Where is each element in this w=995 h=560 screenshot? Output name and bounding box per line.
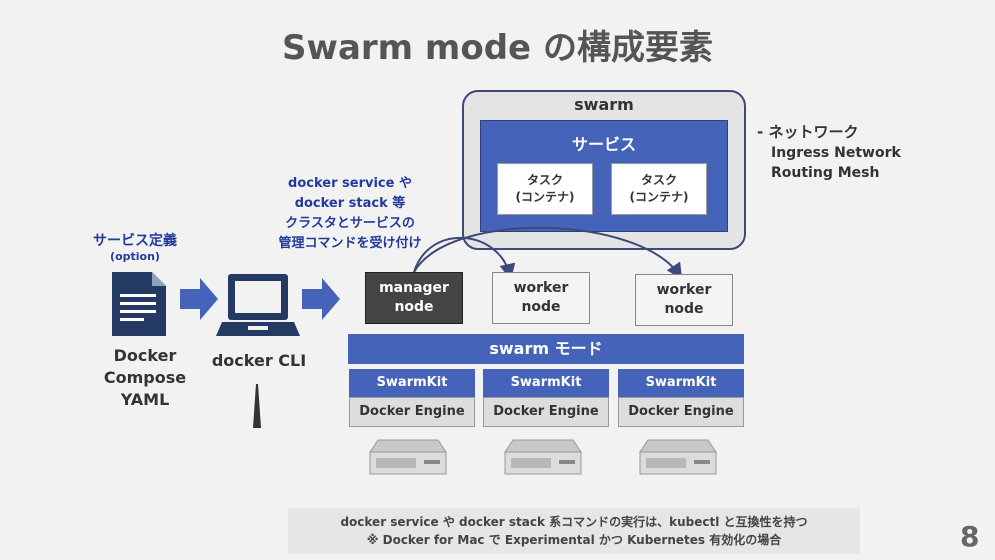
docker-engine-3: Docker Engine xyxy=(618,397,744,427)
worker-node-2: worker node xyxy=(635,274,733,326)
footnote: docker service や docker stack 系コマンドの実行は、… xyxy=(288,508,860,554)
manager-node-line1: manager xyxy=(379,280,449,296)
compose-caption: Docker Compose YAML xyxy=(80,345,210,411)
compose-caption-line1: Docker xyxy=(113,346,177,365)
arrow-right-icon-2 xyxy=(302,278,340,320)
cli-desc-line-2: docker stack 等 xyxy=(294,196,406,211)
network-routing-mesh: Routing Mesh xyxy=(771,165,880,181)
swarmkit-3: SwarmKit xyxy=(618,369,744,397)
worker-node-1-line1: worker xyxy=(513,280,569,296)
cli-caption: docker CLI xyxy=(211,351,307,370)
manager-node-line2: node xyxy=(394,299,434,315)
manager-node: manager node xyxy=(365,272,463,324)
cli-desc-line-1: docker service や xyxy=(288,176,412,191)
compose-caption-line3: YAML xyxy=(120,390,170,409)
arrow-right-icon-1 xyxy=(180,278,218,320)
cli-description: docker service や docker stack 等 クラスタとサービ… xyxy=(255,174,445,254)
cli-desc-line-4: 管理コマンドを受け付け xyxy=(278,236,422,251)
server-icon-3 xyxy=(639,439,717,475)
swarmkit-1: SwarmKit xyxy=(349,369,475,397)
document-icon xyxy=(112,272,166,336)
task-2-line1: タスク xyxy=(640,173,677,187)
swarm-mode-bar: swarm モード xyxy=(348,334,744,364)
network-heading: - ネットワーク xyxy=(757,123,859,141)
task-1-line2: (コンテナ) xyxy=(515,190,575,204)
laptop-icon xyxy=(216,274,300,336)
page-number: 8 xyxy=(960,520,980,553)
pointer-triangle-icon xyxy=(253,384,261,428)
task-box-1: タスク (コンテナ) xyxy=(497,163,593,215)
docker-engine-2: Docker Engine xyxy=(483,397,609,427)
swarm-label: swarm xyxy=(574,95,634,114)
worker-node-2-line2: node xyxy=(664,301,704,317)
task-1-line1: タスク xyxy=(526,173,563,187)
server-icon-2 xyxy=(504,439,582,475)
worker-node-2-line1: worker xyxy=(656,282,712,298)
page-title: Swarm mode の構成要素 xyxy=(282,28,713,68)
docker-engine-1: Docker Engine xyxy=(349,397,475,427)
cli-desc-line-3: クラスタとサービスの xyxy=(285,216,415,231)
worker-node-1: worker node xyxy=(492,272,590,324)
task-box-2: タスク (コンテナ) xyxy=(611,163,707,215)
network-ingress: Ingress Network xyxy=(771,145,901,161)
footnote-line2: ※ Docker for Mac で Experimental かつ Kuber… xyxy=(366,533,782,547)
service-label: サービス xyxy=(571,135,636,154)
server-icon-1 xyxy=(369,439,447,475)
worker-node-1-line2: node xyxy=(521,299,561,315)
swarmkit-2: SwarmKit xyxy=(483,369,609,397)
service-definition-option: (option) xyxy=(110,250,160,263)
task-2-line2: (コンテナ) xyxy=(629,190,689,204)
footnote-line1: docker service や docker stack 系コマンドの実行は、… xyxy=(340,515,808,529)
curved-arrow-to-worker-2 xyxy=(413,226,683,280)
compose-caption-line2: Compose xyxy=(103,368,187,387)
service-definition-label: サービス定義 xyxy=(93,233,177,249)
